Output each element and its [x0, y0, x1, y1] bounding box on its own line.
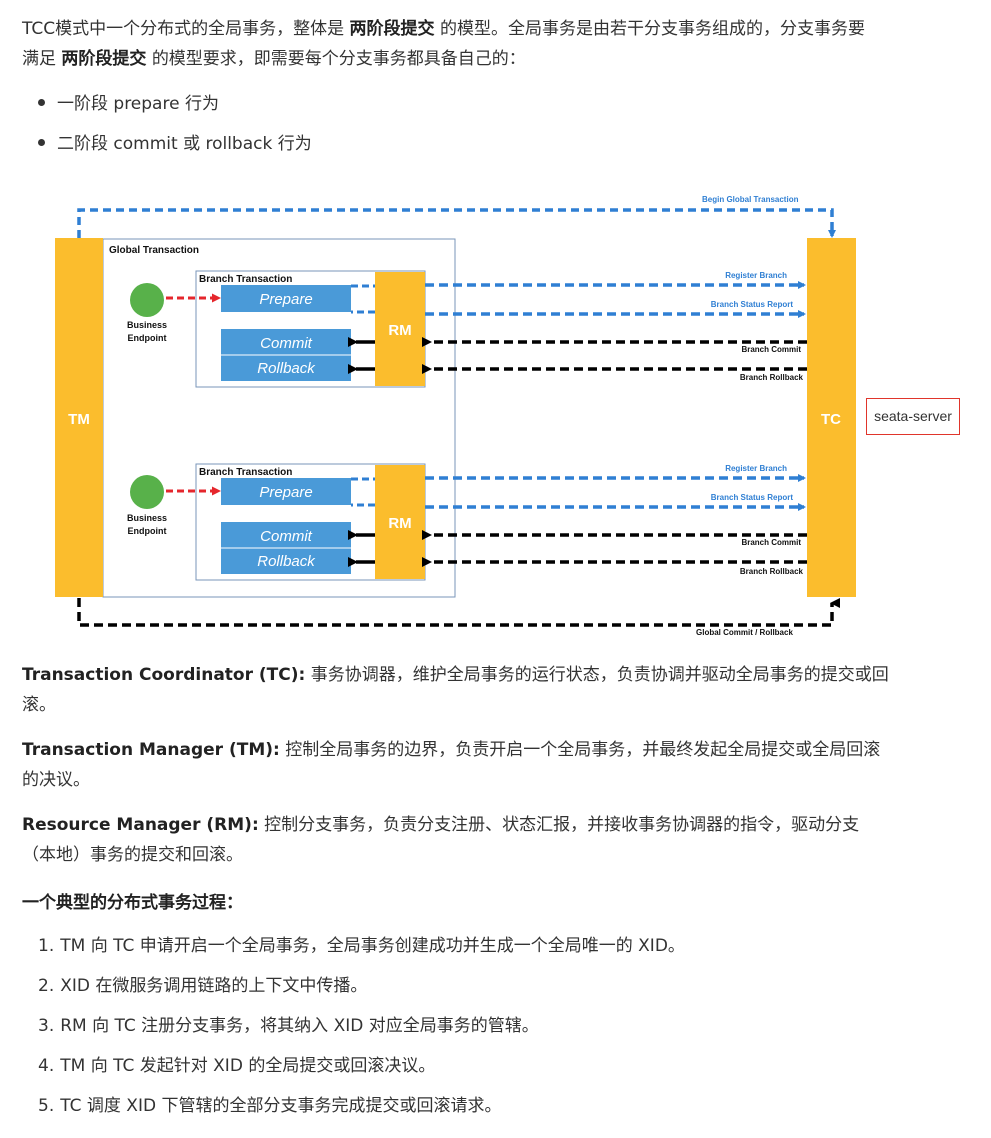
begin-global-arrow: [77, 208, 836, 238]
register-branch-label: Register Branch: [725, 464, 787, 473]
bullet-item: 二阶段 commit 或 rollback 行为: [38, 132, 312, 156]
endpoint-label: Endpoint: [128, 526, 167, 536]
process-heading: 一个典型的分布式事务过程：: [22, 893, 243, 913]
definition-desc: 事务协调器，维护全局事务的运行状态，负责协调并驱动全局事务的提交或回: [310, 665, 889, 685]
step-text: TM 向 TC 申请开启一个全局事务，全局事务创建成功并生成一个全局唯一的 XI…: [60, 936, 685, 956]
definition-term: Transaction Coordinator (TC):: [22, 665, 306, 685]
branch-rollback-label: Branch Rollback: [740, 373, 804, 382]
seata-server-label: seata-server: [866, 398, 960, 435]
intro-text: 满足: [22, 49, 56, 69]
tcc-architecture-diagram: Begin Global Transaction Global Transact…: [55, 195, 856, 637]
branch-title: Branch Transaction: [199, 467, 292, 478]
commit-box: [221, 329, 351, 355]
branch-commit-label: Branch Commit: [741, 345, 801, 354]
endpoint-label: Endpoint: [128, 333, 167, 343]
intro-bold: 两阶段提交: [61, 49, 147, 69]
status-report-label: Branch Status Report: [711, 300, 794, 309]
definition-term: Resource Manager (RM):: [22, 815, 259, 835]
definition-rm: Resource Manager (RM): 控制分支事务，负责分支注册、状态汇…: [22, 810, 977, 870]
rollback-box: [221, 355, 351, 381]
prepare-label: Prepare: [259, 484, 312, 501]
global-transaction-label: Global Transaction: [109, 245, 199, 256]
branch-transaction-2: Branch Transaction Business Endpoint Pre…: [127, 463, 807, 581]
branch-rollback-label: Branch Rollback: [740, 567, 804, 576]
step-number: 4.: [38, 1056, 55, 1076]
prepare-box: [221, 478, 351, 505]
definition-desc: 滚。: [22, 695, 56, 715]
rm-bar: [375, 465, 425, 579]
step-number: 1.: [38, 936, 55, 956]
step-text: XID 在微服务调用链路的上下文中传播。: [60, 976, 368, 996]
status-report-label: Branch Status Report: [711, 493, 794, 502]
business-endpoint-icon: [130, 283, 164, 317]
rm-label: RM: [388, 322, 411, 339]
business-endpoint-icon: [130, 475, 164, 509]
business-label: Business: [127, 320, 167, 330]
global-commit-label: Global Commit / Rollback: [696, 628, 793, 637]
intro-paragraph: TCC模式中一个分布式的全局事务，整体是 两阶段提交 的模型。全局事务是由若干分…: [22, 14, 977, 74]
step-text: TC 调度 XID 下管辖的全部分支事务完成提交或回滚请求。: [60, 1096, 502, 1116]
tc-label: TC: [821, 411, 841, 428]
definition-tc: Transaction Coordinator (TC): 事务协调器，维护全局…: [22, 660, 977, 720]
step-text: RM 向 TC 注册分支事务，将其纳入 XID 对应全局事务的管辖。: [60, 1016, 539, 1036]
begin-global-label: Begin Global Transaction: [702, 195, 799, 204]
step-text: TM 向 TC 发起针对 XID 的全局提交或回滚决议。: [60, 1056, 436, 1076]
bullet-dot-icon: [38, 98, 45, 106]
business-label: Business: [127, 513, 167, 523]
prepare-box: [221, 285, 351, 312]
step-item: 5.TC 调度 XID 下管辖的全部分支事务完成提交或回滚请求。: [38, 1094, 501, 1118]
definition-tm: Transaction Manager (TM): 控制全局事务的边界，负责开启…: [22, 735, 977, 795]
commit-box: [221, 522, 351, 548]
step-item: 1.TM 向 TC 申请开启一个全局事务，全局事务创建成功并生成一个全局唯一的 …: [38, 934, 685, 958]
rm-label: RM: [388, 515, 411, 532]
global-commit-arrow: [77, 598, 840, 627]
intro-text: TCC模式中一个分布式的全局事务，整体是: [22, 19, 345, 39]
prepare-label: Prepare: [259, 291, 312, 308]
rollback-box: [221, 548, 351, 574]
rm-bar: [375, 272, 425, 386]
step-item: 3.RM 向 TC 注册分支事务，将其纳入 XID 对应全局事务的管辖。: [38, 1014, 539, 1038]
step-item: 2.XID 在微服务调用链路的上下文中传播。: [38, 974, 367, 998]
step-number: 2.: [38, 976, 55, 996]
bullet-dot-icon: [38, 138, 45, 146]
bullet-text: 一阶段 prepare 行为: [57, 94, 219, 114]
branch-title: Branch Transaction: [199, 274, 292, 285]
step-number: 3.: [38, 1016, 55, 1036]
bullet-text: 二阶段 commit 或 rollback 行为: [57, 134, 312, 154]
definition-desc: 控制全局事务的边界，负责开启一个全局事务，并最终发起全局提交或全局回滚: [285, 740, 881, 760]
register-branch-label: Register Branch: [725, 271, 787, 280]
commit-label: Commit: [260, 528, 312, 545]
rollback-label: Rollback: [257, 553, 316, 570]
step-item: 4.TM 向 TC 发起针对 XID 的全局提交或回滚决议。: [38, 1054, 435, 1078]
intro-bold: 两阶段提交: [349, 19, 435, 39]
rollback-label: Rollback: [257, 360, 316, 377]
branch-transaction-1: Branch Transaction Business Endpoint Pre…: [127, 270, 807, 388]
tc-bar: [807, 238, 856, 597]
tm-label: TM: [68, 411, 90, 428]
bullet-item: 一阶段 prepare 行为: [38, 92, 219, 116]
step-number: 5.: [38, 1096, 55, 1116]
branch-commit-label: Branch Commit: [741, 538, 801, 547]
definition-desc: （本地）事务的提交和回滚。: [22, 845, 243, 865]
definition-term: Transaction Manager (TM):: [22, 740, 280, 760]
intro-text: 的模型。全局事务是由若干分支事务组成的，分支事务要: [439, 19, 865, 39]
commit-label: Commit: [260, 335, 312, 352]
definition-desc: 控制分支事务，负责分支注册、状态汇报，并接收事务协调器的指令，驱动分支: [264, 815, 860, 835]
intro-text: 的模型要求，即需要每个分支事务都具备自己的：: [151, 49, 526, 69]
definition-desc: 的决议。: [22, 770, 90, 790]
tm-bar: [55, 238, 103, 597]
